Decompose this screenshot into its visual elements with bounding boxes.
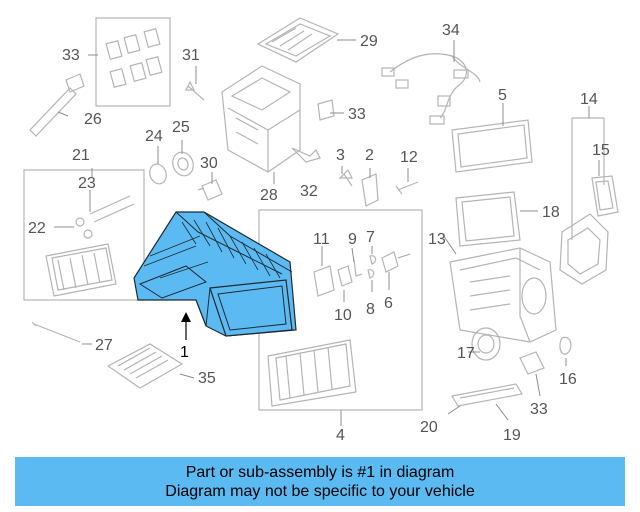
callout-25: 25 bbox=[172, 119, 190, 136]
callout-32: 32 bbox=[300, 183, 318, 200]
part-26-linkage bbox=[29, 73, 85, 137]
callout-6: 6 bbox=[384, 295, 393, 312]
callout-23: 23 bbox=[78, 175, 96, 192]
callout-5: 5 bbox=[498, 87, 507, 104]
callout-9: 9 bbox=[348, 231, 357, 248]
callout-24: 24 bbox=[145, 128, 163, 145]
banner-line-2: Diagram may not be specific to your vehi… bbox=[165, 482, 475, 500]
callout-20: 20 bbox=[420, 419, 438, 436]
part-14-duct bbox=[559, 213, 609, 285]
part-34-harness bbox=[381, 53, 481, 125]
callout-1: 1 bbox=[180, 344, 189, 361]
callout-29: 29 bbox=[360, 33, 378, 50]
callout-16: 16 bbox=[559, 371, 577, 388]
part-11-actuator bbox=[313, 265, 335, 297]
callout-8: 8 bbox=[366, 301, 375, 318]
callout-14: 14 bbox=[580, 91, 598, 108]
part-24-grommet bbox=[149, 163, 167, 185]
callout-labels: 1 2 3 4 5 6 7 8 9 10 11 12 13 14 15 16 1… bbox=[28, 22, 610, 444]
part-25-seal bbox=[172, 151, 194, 177]
callout-31: 31 bbox=[182, 47, 200, 64]
part-33-clip-right bbox=[317, 99, 335, 121]
info-banner: Part or sub-assembly is #1 in diagram Di… bbox=[15, 457, 625, 506]
part-35-core bbox=[106, 343, 184, 389]
part-19-rail bbox=[451, 383, 523, 407]
part-7-8-fasteners bbox=[367, 255, 377, 279]
callout-7: 7 bbox=[366, 229, 375, 246]
part-27-rod bbox=[31, 321, 81, 343]
callout-18: 18 bbox=[542, 204, 560, 221]
callout-17: 17 bbox=[457, 345, 475, 362]
callout-11: 11 bbox=[313, 231, 330, 248]
callout-2: 2 bbox=[365, 147, 374, 164]
part-10-actuator bbox=[337, 265, 353, 287]
callout-33-resistor: 33 bbox=[530, 401, 548, 418]
part-15-seal bbox=[591, 175, 619, 217]
part-12-screw bbox=[395, 181, 419, 195]
part-14-bracket bbox=[571, 117, 605, 240]
part-33-clips bbox=[105, 27, 163, 89]
callout-33-box: 33 bbox=[62, 47, 80, 64]
part-33-resistor bbox=[519, 351, 545, 375]
part-31-screw bbox=[185, 80, 205, 101]
part-2-bracket bbox=[361, 173, 379, 207]
part-16-clip bbox=[559, 336, 572, 355]
part-29-cover bbox=[256, 17, 340, 63]
callout-22: 22 bbox=[28, 220, 46, 237]
callout-19: 19 bbox=[503, 427, 521, 444]
part-6-sensor bbox=[381, 251, 411, 273]
callout-26: 26 bbox=[84, 111, 102, 128]
part-33-box bbox=[95, 17, 171, 107]
part-9-link bbox=[353, 259, 363, 277]
callout-10: 10 bbox=[334, 307, 352, 324]
callout-15: 15 bbox=[592, 142, 610, 159]
part-32-sensor bbox=[291, 147, 321, 163]
callout-3: 3 bbox=[336, 147, 345, 164]
leader-lines bbox=[54, 39, 600, 426]
callout-34: 34 bbox=[442, 22, 460, 39]
callout-27: 27 bbox=[95, 337, 113, 354]
part-30-actuator bbox=[197, 179, 223, 201]
part-21-box bbox=[23, 169, 145, 301]
part-18-filter bbox=[455, 191, 521, 247]
part-21-heater-core bbox=[45, 195, 135, 297]
callout-30: 30 bbox=[200, 155, 218, 172]
part-13-blower-housing bbox=[449, 247, 557, 343]
callout-4: 4 bbox=[336, 427, 345, 444]
part-3-screw bbox=[338, 168, 353, 187]
part-17-motor bbox=[471, 327, 501, 361]
callout-13: 13 bbox=[428, 231, 446, 248]
parts-diagram: 1 2 3 4 5 6 7 8 9 10 11 12 13 14 15 16 1… bbox=[23, 17, 619, 444]
callout-12: 12 bbox=[400, 149, 418, 166]
part-1-hvac-housing bbox=[133, 211, 297, 337]
callout-33-clip: 33 bbox=[348, 106, 366, 123]
callout-35: 35 bbox=[198, 370, 216, 387]
part-1-leader bbox=[181, 312, 191, 340]
callout-28: 28 bbox=[260, 187, 278, 204]
part-28-upper-housing bbox=[221, 65, 301, 173]
banner-line-1: Part or sub-assembly is #1 in diagram bbox=[185, 463, 455, 481]
part-4-core bbox=[267, 339, 357, 407]
part-5-filter bbox=[451, 119, 533, 173]
callout-21: 21 bbox=[72, 147, 90, 164]
